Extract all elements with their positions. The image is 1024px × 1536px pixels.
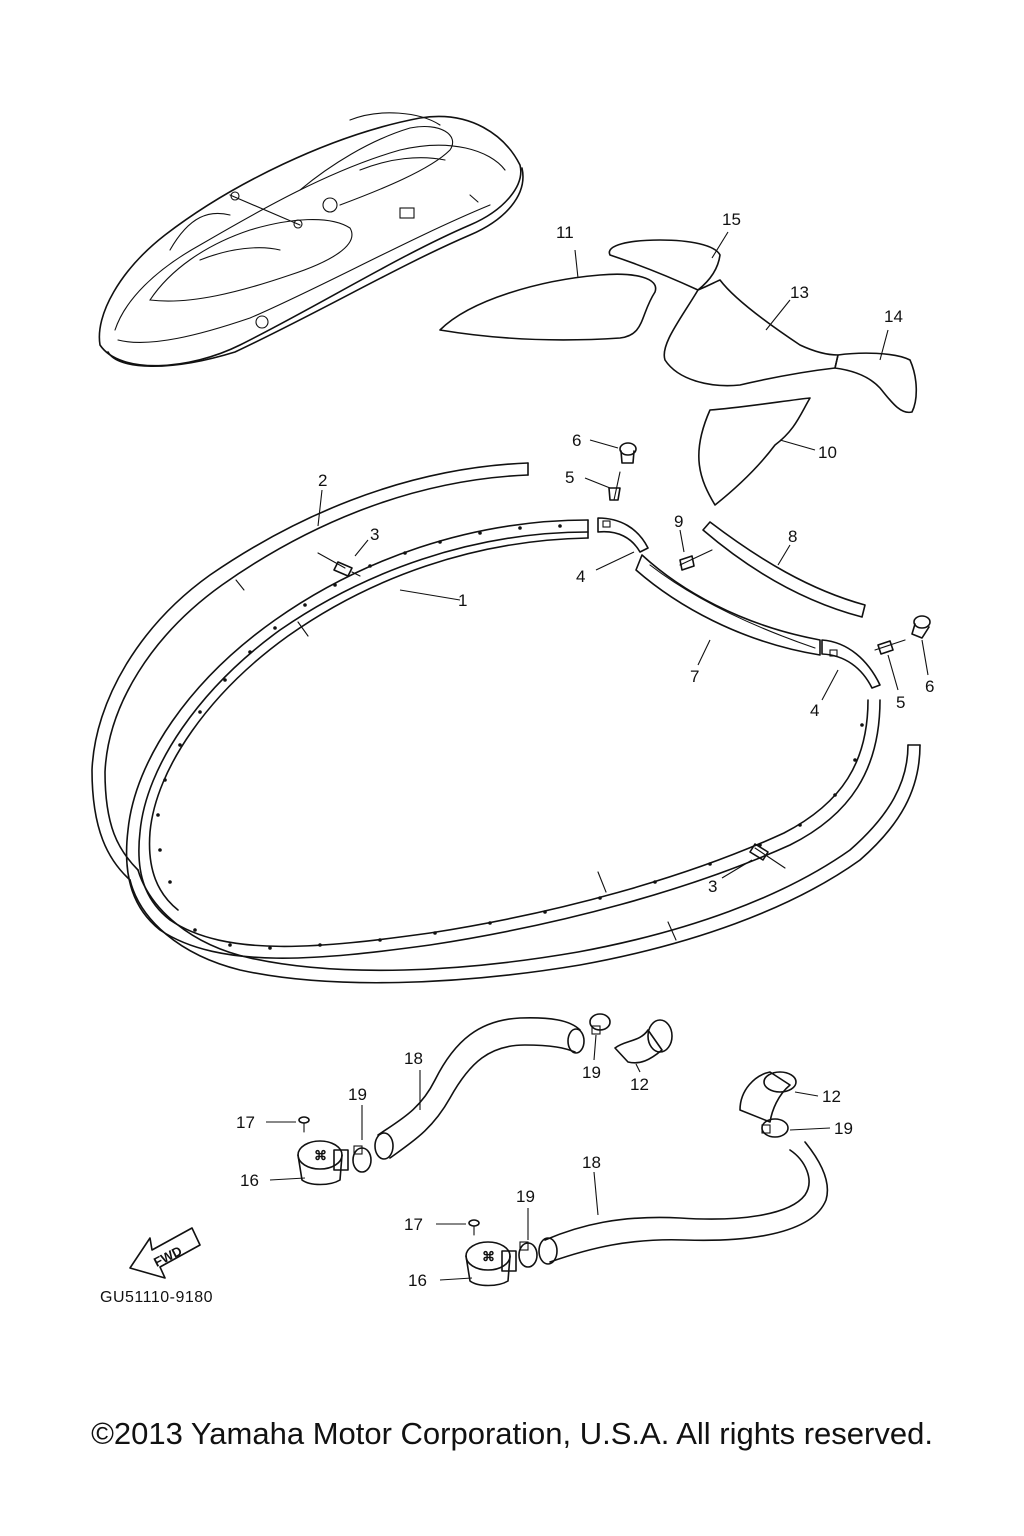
callout-18: 18	[404, 1049, 423, 1068]
callout-3: 3	[708, 877, 717, 896]
part-3-rivet	[749, 843, 786, 869]
callout-17: 17	[404, 1215, 423, 1234]
leader-lines	[266, 231, 929, 1281]
part-18-hose	[374, 1017, 585, 1160]
part-4-corner-piece	[597, 517, 649, 553]
callout-16: 16	[408, 1271, 427, 1290]
callout-4: 4	[576, 567, 585, 586]
callout-13: 13	[790, 283, 809, 302]
copyright-notice: ©2013 Yamaha Motor Corporation, U.S.A. A…	[91, 1416, 933, 1451]
callout-14: 14	[884, 307, 903, 326]
diagram-code: GU51110-9180	[100, 1289, 213, 1306]
part-16-drain-fitting: ⌘	[465, 1241, 517, 1287]
part-10-decal	[698, 397, 811, 506]
callout-12: 12	[822, 1087, 841, 1106]
part-6-cap	[619, 442, 637, 464]
callout-16: 16	[240, 1171, 259, 1190]
callout-19: 19	[516, 1187, 535, 1206]
callout-19: 19	[348, 1085, 367, 1104]
callout-4: 4	[810, 701, 819, 720]
part-5-rivet	[608, 471, 621, 501]
forward-arrow-icon: FWD	[129, 1227, 201, 1279]
callout-9: 9	[674, 512, 683, 531]
callout-7: 7	[690, 667, 699, 686]
part-7-rail	[635, 554, 821, 656]
callout-5: 5	[565, 468, 574, 487]
part-6-cap	[911, 615, 931, 639]
part-17-screw	[298, 1116, 310, 1133]
callout-19: 19	[834, 1119, 853, 1138]
callout-19: 19	[582, 1063, 601, 1082]
callout-18: 18	[582, 1153, 601, 1172]
watercraft-overview-illustration	[98, 112, 524, 368]
part-4-corner-piece	[821, 639, 881, 689]
part-19-clamp	[518, 1241, 538, 1268]
callout-3: 3	[370, 525, 379, 544]
callout-1: 1	[458, 591, 467, 610]
callout-17: 17	[236, 1113, 255, 1132]
callout-6: 6	[572, 431, 581, 450]
part-19-clamp	[589, 1013, 611, 1035]
part-9-rivet	[679, 549, 713, 571]
callout-10: 10	[818, 443, 837, 462]
part-11-decal	[439, 273, 657, 341]
part-19-clamp	[761, 1118, 789, 1138]
svg-text:⌘: ⌘	[482, 1249, 495, 1264]
part-13-decal	[663, 279, 839, 387]
part-2-rail	[91, 462, 529, 881]
part-12-elbow	[614, 1019, 673, 1064]
part-12-elbow	[739, 1071, 797, 1123]
callout-8: 8	[788, 527, 797, 546]
part-16-drain-fitting: ⌘	[297, 1140, 349, 1186]
part-3-rivet	[317, 552, 361, 577]
part-18-hose	[538, 1141, 829, 1265]
part-15-decal	[608, 239, 721, 291]
svg-text:⌘: ⌘	[314, 1148, 327, 1163]
part-8-strip	[702, 521, 866, 618]
part-1-rail	[125, 519, 881, 959]
part-19-clamp	[352, 1145, 372, 1173]
callout-numbers: 11 15 13 14 10 6 5 2 3 9 8 4 1 7 4 5 6 3…	[236, 210, 934, 1290]
callout-15: 15	[722, 210, 741, 229]
callout-6: 6	[925, 677, 934, 696]
callout-11: 11	[556, 223, 574, 242]
callout-5: 5	[896, 693, 905, 712]
part-17-screw	[468, 1219, 480, 1236]
part-5-rivet	[874, 639, 906, 655]
part-14-decal	[834, 352, 918, 414]
callout-12: 12	[630, 1075, 649, 1094]
callout-2: 2	[318, 471, 327, 490]
